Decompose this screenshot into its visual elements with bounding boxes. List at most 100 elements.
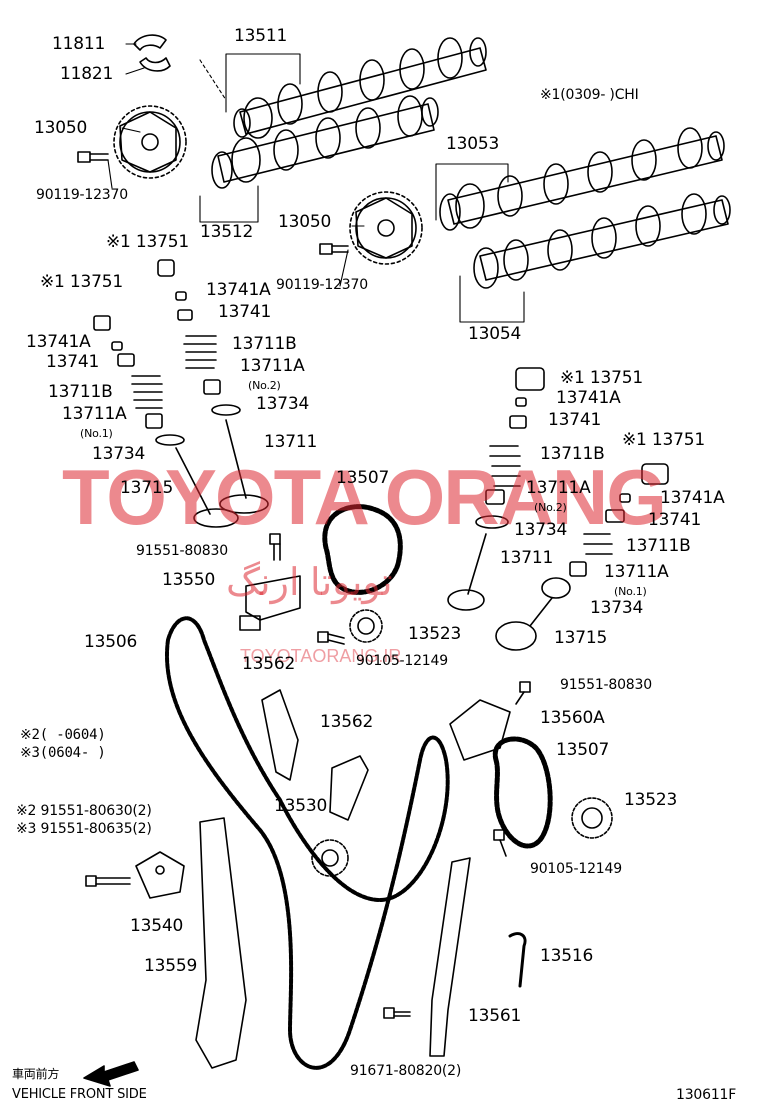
- camshaft-13512: [211, 95, 439, 189]
- chain-guide-13562-right: [329, 755, 369, 821]
- bolt-91551-80830-upper: [269, 533, 281, 561]
- label-13711B-a: 13711B: [232, 334, 297, 354]
- label-13741A-b: 13741A: [26, 332, 91, 352]
- chain-tensioner-13550: [239, 575, 301, 631]
- label-13512: 13512: [200, 222, 254, 242]
- label-13053: 13053: [446, 134, 500, 154]
- label-13050-left: 13050: [34, 118, 88, 138]
- label-13511: 13511: [234, 26, 288, 46]
- label-13523-upper: 13523: [408, 624, 462, 644]
- chain-slipper-13559: [195, 817, 247, 1069]
- label-no2-b: (No.2): [534, 501, 567, 514]
- label-13741-c: 13741: [548, 410, 602, 430]
- label-13711A-b: 13711A: [62, 404, 127, 424]
- bolt-91551-80630: [85, 875, 131, 887]
- sprocket-13523-upper: [349, 609, 383, 643]
- camshaft-13054: [473, 193, 731, 289]
- main-chain-13506: [165, 616, 450, 1070]
- label-13711-b: 13711: [500, 548, 554, 568]
- label-13734-d: 13734: [590, 598, 644, 618]
- label-no1-b: (No.1): [614, 585, 647, 598]
- label-13715-a: 13715: [120, 478, 174, 498]
- label-13711B-b: 13711B: [48, 382, 113, 402]
- label-90119-left: 90119-12370: [36, 187, 128, 203]
- label-13751-b: ※1 13751: [40, 272, 123, 292]
- label-13550: 13550: [162, 570, 216, 590]
- bolt-91551-80830-right: [515, 681, 531, 705]
- chain-guide-13562-left: [261, 689, 299, 781]
- tensioner-13560A: [449, 699, 511, 761]
- label-no2-a: (No.2): [248, 379, 281, 392]
- label-90105-lower: 90105-12149: [530, 861, 622, 877]
- label-91551-80630: ※2 91551-80630(2): [16, 803, 152, 819]
- label-13562-left: 13562: [242, 654, 296, 674]
- label-13715-b: 13715: [554, 628, 608, 648]
- label-13751-d: ※1 13751: [622, 430, 705, 450]
- label-13711A-c: 13711A: [526, 478, 591, 498]
- camshaft-13053: [439, 127, 725, 231]
- bearing-11811: [133, 34, 171, 72]
- leader-lines-top: [107, 43, 525, 323]
- label-90119-right: 90119-12370: [276, 277, 368, 293]
- label-13559: 13559: [144, 956, 198, 976]
- label-13741-d: 13741: [648, 510, 702, 530]
- camshaft-13511: [233, 37, 487, 139]
- label-91551-80830-upper: 91551-80830: [136, 543, 228, 559]
- valve-stack-left: [93, 259, 269, 528]
- label-13711-a: 13711: [264, 432, 318, 452]
- bolt-91671: [383, 1007, 411, 1019]
- label-13711B-d: 13711B: [626, 536, 691, 556]
- label-13741A-a: 13741A: [206, 280, 271, 300]
- label-13530: 13530: [274, 796, 328, 816]
- vehicle-front-arrow: [83, 1061, 139, 1087]
- chain-13507-upper: [322, 504, 403, 595]
- label-91551-80635: ※3 91551-80635(2): [16, 821, 152, 837]
- bolt-90119-left: [77, 151, 109, 163]
- label-13561: 13561: [468, 1006, 522, 1026]
- chain-13507-lower: [492, 736, 553, 849]
- label-13734-c: 13734: [514, 520, 568, 540]
- label-13507-upper: 13507: [336, 468, 390, 488]
- label-11811: 11811: [52, 34, 106, 54]
- label-13560A: 13560A: [540, 708, 605, 728]
- bolt-90105-lower: [493, 829, 507, 857]
- cam-sprocket-13050-right: [349, 191, 423, 265]
- label-13741A-d: 13741A: [660, 488, 725, 508]
- label-13711A-d: 13711A: [604, 562, 669, 582]
- label-chi-note: ※1(0309- )CHI: [540, 87, 639, 103]
- label-13711B-c: 13711B: [540, 444, 605, 464]
- label-11821: 11821: [60, 64, 114, 84]
- label-13734-a: 13734: [256, 394, 310, 414]
- oil-nozzle-13516: [508, 932, 527, 988]
- label-13562-right: 13562: [320, 712, 374, 732]
- label-90105-upper: 90105-12149: [356, 653, 448, 669]
- label-note2: ※2( -0604): [20, 727, 106, 743]
- vehicle-front-jp: 車両前方: [12, 1067, 60, 1081]
- label-note3: ※3(0604- ): [20, 745, 106, 761]
- label-13751-c: ※1 13751: [560, 368, 643, 388]
- label-13516: 13516: [540, 946, 594, 966]
- label-13050-right: 13050: [278, 212, 332, 232]
- label-13506: 13506: [84, 632, 138, 652]
- tensioner-13540: [135, 851, 185, 899]
- valve-stack-right: [447, 367, 669, 651]
- label-13711A-a: 13711A: [240, 356, 305, 376]
- sprocket-13523-lower: [571, 797, 613, 839]
- label-13507-lower: 13507: [556, 740, 610, 760]
- label-13741A-c: 13741A: [556, 388, 621, 408]
- figure-code: 130611F: [676, 1087, 737, 1103]
- bolt-90105-upper: [317, 631, 345, 645]
- label-no1-a: (No.1): [80, 427, 113, 440]
- crank-sprocket-13530: [311, 839, 349, 877]
- label-13523-lower: 13523: [624, 790, 678, 810]
- cam-sprocket-13050-left: [113, 105, 187, 179]
- label-13741-a: 13741: [218, 302, 272, 322]
- vehicle-front-en: VEHICLE FRONT SIDE: [12, 1087, 147, 1102]
- label-13734-b: 13734: [92, 444, 146, 464]
- chain-guide-13561: [429, 857, 471, 1057]
- label-13054: 13054: [468, 324, 522, 344]
- label-91551-80830-right: 91551-80830: [560, 677, 652, 693]
- bolt-90119-right: [319, 243, 349, 255]
- label-13751-a: ※1 13751: [106, 232, 189, 252]
